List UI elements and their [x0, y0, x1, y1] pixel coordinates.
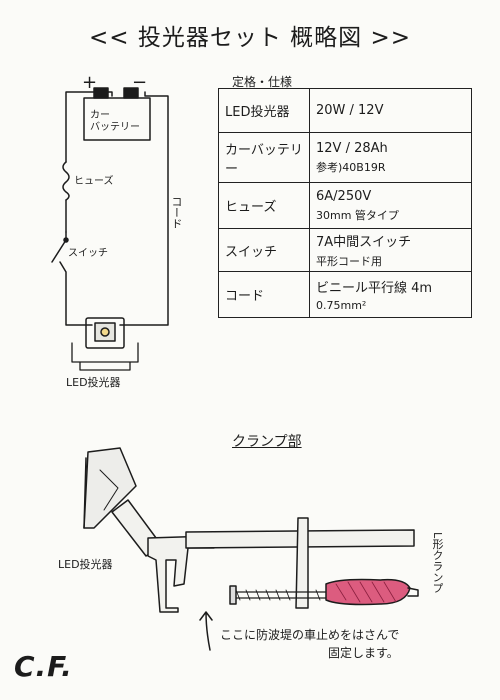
- battery-plus-label: +: [82, 72, 98, 93]
- spec-row: コードビニール平行線 4m 0.75mm²: [218, 271, 472, 318]
- spec-heading: 定格・仕様: [232, 75, 293, 89]
- battery-label: カー バッテリー: [90, 110, 140, 133]
- led-housing: [85, 317, 125, 349]
- spec-value-cell: ビニール平行線 4m 0.75mm²: [309, 271, 472, 318]
- clamp-movable-jaw: [295, 517, 309, 609]
- spec-value-cell: 6A/250V 30mm 管タイプ: [309, 182, 472, 229]
- switch-label: スイッチ: [68, 248, 108, 259]
- spec-key: スイッチ: [218, 228, 310, 272]
- spec-note: 30mm 管タイプ: [316, 208, 399, 222]
- battery-terminal-minus: [123, 87, 139, 99]
- note-line-2: 固定します。: [328, 646, 399, 660]
- clamp-handle-grip: [325, 578, 411, 606]
- spec-key: LED投光器: [218, 88, 310, 133]
- led-stand: [71, 342, 139, 371]
- cf-logo: C.F.: [14, 650, 73, 683]
- spec-value: ビニール平行線 4m: [316, 281, 433, 296]
- fuse-label: ヒューズ: [74, 176, 114, 187]
- spec-note: 参考)40B19R: [316, 160, 386, 174]
- spec-row: ヒューズ 6A/250V 30mm 管タイプ: [218, 182, 472, 229]
- fuse-symbol: [62, 161, 70, 201]
- spec-value: 20W / 12V: [316, 103, 384, 118]
- page-title: << 投光器セット 概略図 >>: [88, 25, 412, 51]
- spec-key: コード: [218, 271, 310, 318]
- spec-value-cell: 12V / 28Ah 参考)40B19R: [309, 132, 472, 183]
- clamp-heading: クランプ部: [232, 434, 302, 450]
- l-clamp-label: L形クランプ: [431, 532, 444, 594]
- note-line-1: ここに防波堤の車止めをはさんで: [220, 628, 400, 642]
- spec-value-cell: 7A中間スイッチ平形コード用: [309, 228, 472, 272]
- spec-key: カーバッテリー: [218, 132, 310, 183]
- spec-value: 7A中間スイッチ: [316, 235, 412, 250]
- spec-note: 0.75mm²: [316, 299, 367, 312]
- clamp-screw: [229, 591, 327, 599]
- spec-value-cell: 20W / 12V: [309, 88, 472, 133]
- cord-label: コード: [170, 196, 183, 229]
- spec-row: LED投光器 20W / 12V: [218, 88, 472, 133]
- battery-minus-label: −: [132, 72, 148, 93]
- spec-value: 6A/250V: [316, 188, 372, 204]
- spec-row: カーバッテリー 12V / 28Ah 参考)40B19R: [218, 132, 472, 183]
- battery-terminal-plus: [93, 87, 109, 99]
- wire-loop: [59, 91, 169, 326]
- spec-note: 平形コード用: [316, 255, 382, 268]
- led-floodlight-label: LED投光器: [66, 376, 121, 389]
- note-arrow: [199, 611, 213, 651]
- screw-pad: [229, 585, 237, 605]
- spec-key: ヒューズ: [218, 182, 310, 229]
- switch-symbol: [51, 231, 67, 263]
- clamp-led-label: LED投光器: [58, 558, 113, 571]
- spec-value: 12V / 28Ah: [316, 140, 388, 156]
- spec-table: LED投光器 20W / 12V カーバッテリー 12V / 28Ah 参考)40B19…: [218, 88, 472, 318]
- battery-box: [83, 97, 151, 141]
